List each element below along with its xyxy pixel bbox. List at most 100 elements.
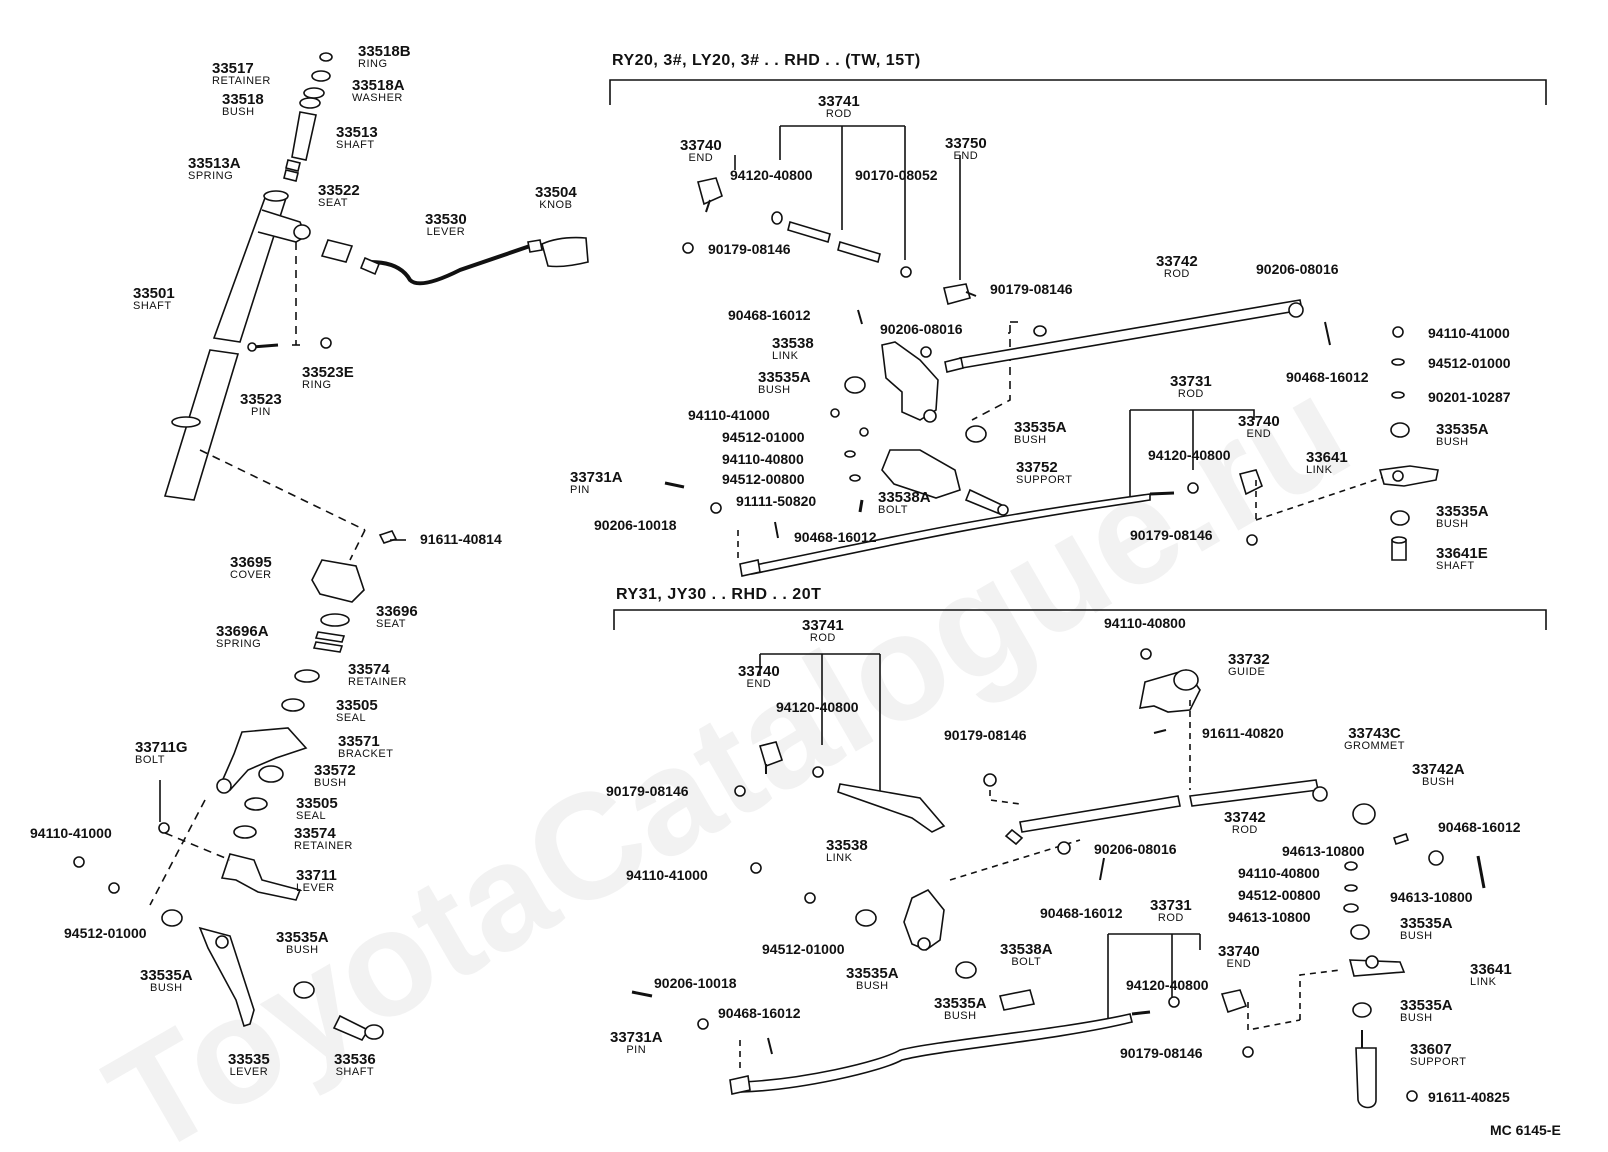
partnum-94110-40800-bottom2: 94110-40800 <box>1238 865 1320 881</box>
shaft-33501-lower <box>163 349 240 501</box>
bush-33535a-bot2 <box>955 961 977 979</box>
bush-33535a-top1 <box>844 376 866 394</box>
partnum-94120-40800-top2: 94120-40800 <box>1148 447 1231 463</box>
seal-33505b-shape <box>244 797 268 811</box>
bolt-33711g-shape <box>158 822 170 834</box>
nut-94110-41000-shape <box>73 856 85 868</box>
partnum-90179-08146-bottom1: 90179-08146 <box>944 727 1027 743</box>
partnum-94512-00800-top: 94512-00800 <box>722 471 805 487</box>
partnum-94110-41000-left: 94110-41000 <box>30 825 112 841</box>
partnum-90179-08146-top3: 90179-08146 <box>1130 527 1213 543</box>
spring-33513a-shape <box>283 159 301 182</box>
retainer-33574b-shape <box>233 825 257 839</box>
partnum-94613-10800-a: 94613-10800 <box>1282 843 1365 859</box>
support-33752-shape <box>881 449 961 499</box>
spring-33696a-shape <box>312 631 346 653</box>
partnum-90206-10018-bottom: 90206-10018 <box>654 975 737 991</box>
bracket-33571-shape <box>218 727 308 791</box>
partnum-94120-40800-top: 94120-40800 <box>730 167 813 183</box>
ring-33518b-shape <box>319 52 333 62</box>
partnum-94110-41000-topright: 94110-41000 <box>1428 325 1510 341</box>
rod-33731-bottom <box>739 1013 1133 1093</box>
retainer-33517-shape <box>311 70 331 82</box>
link-33641-top <box>1378 465 1439 487</box>
washer-94512-01000-shape <box>108 882 120 894</box>
bolt-33538a-bottom <box>998 989 1036 1011</box>
partnum-94512-01000-top: 94512-01000 <box>722 429 805 445</box>
partnum-90179-08146-top2: 90179-08146 <box>990 281 1073 297</box>
partnum-90170-08052: 90170-08052 <box>855 167 938 183</box>
bush-33535a-top2 <box>965 425 987 443</box>
partnum-94512-01000-bottom: 94512-01000 <box>762 941 845 957</box>
partnum-94512-00800-bottom: 94512-00800 <box>1238 887 1321 903</box>
bolt-91611-40814-shape <box>378 530 398 544</box>
rod-33741-top-b <box>837 240 881 264</box>
partnum-91611-40814: 91611-40814 <box>420 531 502 547</box>
bush-33535a-left2-shape <box>293 981 315 999</box>
knob-33504-shape <box>541 236 589 268</box>
partnum-90468-16012-bottom1: 90468-16012 <box>1438 819 1521 835</box>
shaft-33513-shape <box>291 111 317 161</box>
end-33740b-top <box>1238 469 1264 496</box>
partnum-90206-08016-bottom: 90206-08016 <box>1094 841 1177 857</box>
partnum-90179-08146-top1: 90179-08146 <box>708 241 791 257</box>
seat-33522-shape <box>320 239 354 263</box>
partnum-90468-16012-bottom3: 90468-16012 <box>718 1005 801 1021</box>
left-assembly <box>73 52 589 1042</box>
partnum-94110-41000-bottom: 94110-41000 <box>626 867 708 883</box>
rod-33741-bottom <box>837 783 946 833</box>
retainer-33574a-shape <box>294 669 320 683</box>
support-33607-shape <box>1355 1047 1377 1109</box>
partnum-90206-08016-top: 90206-08016 <box>880 321 963 337</box>
link-33641-bottom <box>1348 959 1406 977</box>
lever-33535-shape <box>198 926 255 1028</box>
partnum-91611-40825: 91611-40825 <box>1428 1089 1510 1105</box>
end-33740-top <box>697 177 723 206</box>
section-title-top: RY20, 3#, LY20, 3# . . RHD . . (TW, 15T) <box>612 52 921 69</box>
lever-33530-shape <box>369 244 531 286</box>
rod-33742-bottom-a <box>1019 795 1181 833</box>
center-line-1 <box>199 449 366 531</box>
partnum-91111-50820: 91111-50820 <box>736 493 817 509</box>
partnum-94512-01000-left: 94512-01000 <box>64 925 147 941</box>
washer-90206-08016-right <box>1288 302 1304 318</box>
bush-33535a-bot1 <box>855 909 877 927</box>
end-33740-bottom <box>758 741 784 768</box>
partnum-90468-16012-top3: 90468-16012 <box>794 529 877 545</box>
partnum-94613-10800-b: 94613-10800 <box>1228 909 1311 925</box>
seat-33696-shape <box>320 613 350 627</box>
